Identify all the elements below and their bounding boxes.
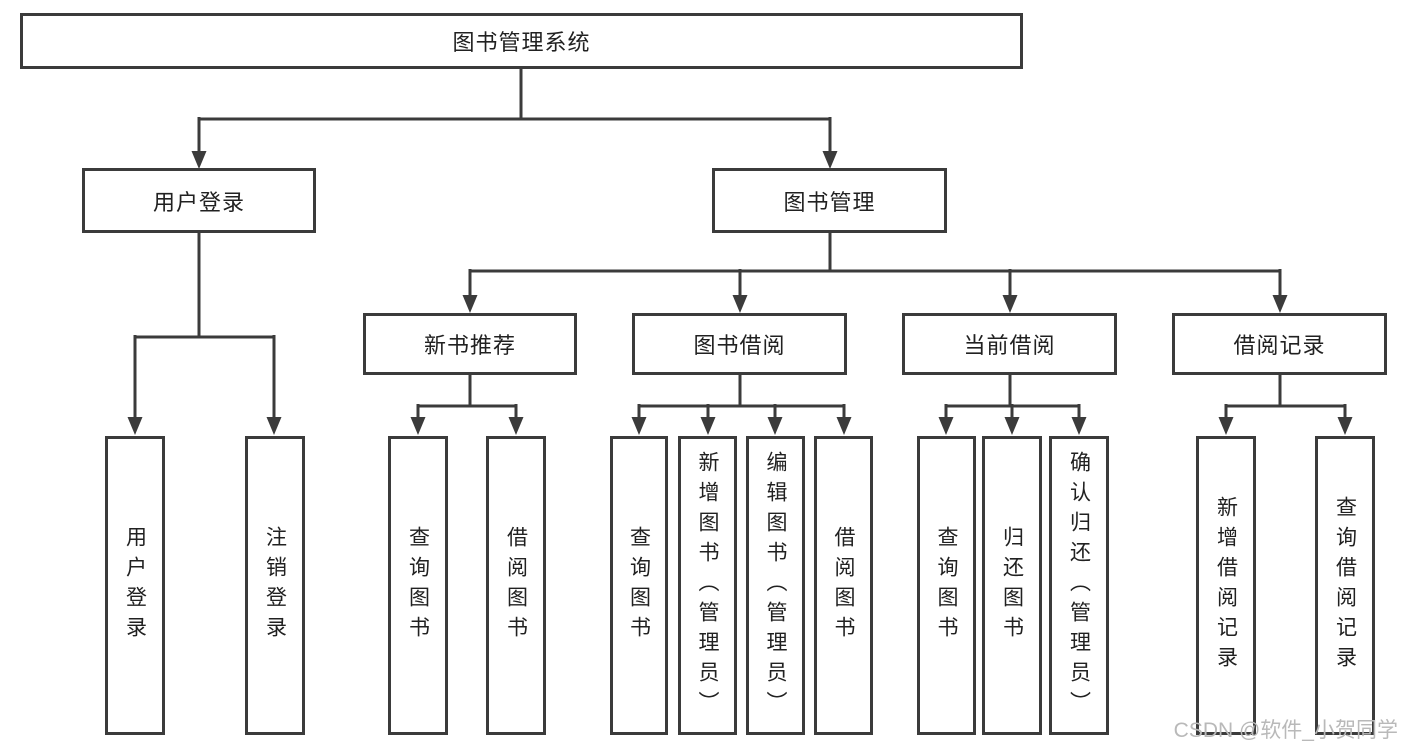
node-user-login: 用户登录	[82, 168, 316, 233]
leaf-user-login: 用户登录	[105, 436, 165, 735]
leaf-borrow-books-recommend-label: 借阅图书	[504, 525, 528, 646]
branch-root	[191, 69, 838, 169]
branch-book-borrowing	[631, 375, 852, 435]
leaf-query-books-current: 查询图书	[917, 436, 976, 735]
leaf-query-books-recommend: 查询图书	[388, 436, 448, 735]
branch-borrowing-records	[1218, 375, 1353, 435]
node-root-label: 图书管理系统	[452, 30, 591, 55]
branch-book-management	[462, 233, 1288, 313]
node-book-borrowing: 图书借阅	[632, 313, 847, 375]
leaf-user-login-label: 用户登录	[123, 525, 147, 646]
leaf-query-books-borrowing-label: 查询图书	[627, 525, 651, 646]
leaf-add-borrow-record: 新增借阅记录	[1196, 436, 1256, 735]
leaf-borrow-books-borrowing-label: 借阅图书	[832, 525, 855, 646]
node-new-book-recommend: 新书推荐	[363, 313, 577, 375]
branch-new-book-recommend	[410, 375, 524, 435]
leaf-confirm-return-admin-label: 确认归还（管理员）	[1067, 450, 1091, 721]
leaf-add-books-admin-label: 新增图书（管理员）	[696, 450, 719, 721]
leaf-query-borrow-record: 查询借阅记录	[1315, 436, 1375, 735]
leaf-query-borrow-record-label: 查询借阅记录	[1333, 495, 1357, 676]
branch-current-borrowing	[938, 375, 1087, 435]
leaf-add-borrow-record-label: 新增借阅记录	[1214, 495, 1238, 676]
leaf-return-books: 归还图书	[982, 436, 1042, 735]
node-borrowing-records-label: 借阅记录	[1233, 333, 1326, 358]
node-user-login-label: 用户登录	[152, 189, 245, 215]
node-book-borrowing-label: 图书借阅	[693, 333, 786, 358]
leaf-confirm-return-admin: 确认归还（管理员）	[1049, 436, 1109, 735]
leaf-borrow-books-recommend: 借阅图书	[486, 436, 546, 735]
leaf-return-books-label: 归还图书	[1000, 525, 1024, 646]
node-borrowing-records: 借阅记录	[1172, 313, 1387, 375]
leaf-add-books-admin: 新增图书（管理员）	[678, 436, 737, 735]
node-book-management: 图书管理	[712, 168, 947, 233]
leaf-query-books-current-label: 查询图书	[935, 525, 958, 646]
watermark: CSDN @软件_小贺同学	[1173, 719, 1398, 742]
leaf-logout: 注销登录	[245, 436, 305, 735]
leaf-edit-books-admin-label: 编辑图书（管理员）	[764, 450, 787, 721]
leaf-query-books-recommend-label: 查询图书	[406, 525, 430, 646]
leaf-borrow-books-borrowing: 借阅图书	[814, 436, 873, 735]
leaf-edit-books-admin: 编辑图书（管理员）	[746, 436, 805, 735]
node-root: 图书管理系统	[20, 13, 1023, 69]
branch-user-login	[127, 233, 282, 435]
leaf-logout-label: 注销登录	[263, 525, 287, 646]
node-new-book-recommend-label: 新书推荐	[423, 333, 516, 358]
leaf-query-books-borrowing: 查询图书	[610, 436, 668, 735]
node-current-borrowing: 当前借阅	[902, 313, 1117, 375]
node-book-management-label: 图书管理	[783, 189, 876, 215]
node-current-borrowing-label: 当前借阅	[963, 333, 1056, 358]
